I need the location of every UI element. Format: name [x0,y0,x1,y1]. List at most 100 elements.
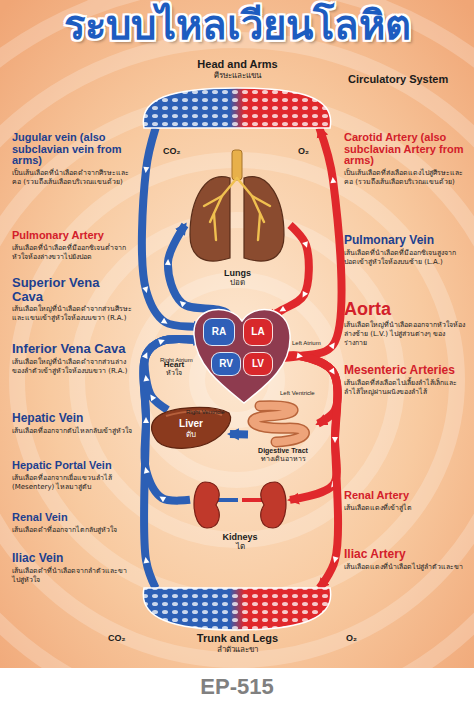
lungs-picture [190,150,284,261]
poster-subtitle: Circulatory System [348,73,448,86]
liver-organ: Liverตับ [152,410,230,450]
vessel-callout: Pulmonary Vein เส้นเลือดที่นำเลือดที่มีออ… [344,234,468,267]
heart-chamber: LA [243,318,273,346]
vessel-note: เส้นเลือดใหญ่ที่นำเลือดดำจากส่วนล่างของล… [12,358,134,376]
chamber-name: Left Atrium [292,340,321,347]
vessel-callout: Superior Vena Cavaเส้นเลือดใหญ่ที่นำเลือ… [12,276,134,323]
organ-name: RV [219,358,233,370]
vessel-callout: Iliac Vein เส้นเลือดดำที่นำเลือดจากลำตัวแ… [12,552,134,585]
label-wrap: CO₂ [108,626,126,645]
vessel-note: เส้นเลือดแดงที่เข้าสู่ไต [344,504,468,513]
vessel-name: Renal Vein [12,512,134,524]
vessel-callout: Renal Vein เส้นเลือดดำที่ออกจากไตกลับสู่ห… [12,512,134,535]
vessel-note: เส้นเลือดดำที่ออกจากไตกลับสู่หัวใจ [12,526,134,535]
label-wrap: Left Ventricle [280,380,315,399]
vessel-name: Hepatic Vein [12,412,134,425]
text-stack: LA [244,326,272,338]
heart-chamber: RV [211,352,241,376]
capillary-bed: Head and Armsศีรษะและแขน [140,58,335,128]
organ-name-thai: หัวใจ [166,369,182,377]
organ-name: LV [252,358,264,370]
organ-name: RA [212,326,226,338]
organ-name-thai: ตับ [186,430,196,439]
chamber-name: Right Atrium [160,357,193,364]
label-wrap: CO₂ [163,139,181,158]
label-wrap: Circulatory System [348,68,448,87]
vessel-note: เส้นเลือดที่ส่งเลือดไปเลี้ยงลำไส้เล็กและ… [344,379,468,397]
vessel-name: Iliac Vein [12,552,134,565]
vessel-name: Hepatic Portal Vein [12,460,134,472]
label-wrap: Left Atrium [292,330,321,349]
label-wrap: EP-515 [0,674,474,699]
label-wrap: O₂ [298,139,309,158]
liver-picture [151,408,230,449]
heart-picture [194,309,290,403]
organ-name-thai: ศีรษะและแขน [214,71,261,80]
vessel-callout: Renal Arteryเส้นเลือดแดงที่เข้าสู่ไต [344,490,468,513]
title-wrap: ระบบไหลเวียนโลหิต [0,2,474,48]
heart-chamber: RA [203,318,235,346]
vessel-callout: Mesenteric Arteries เส้นเลือดที่ส่งเลือดไ… [344,364,468,397]
vessel-note: เส้นเลือดใหญ่ที่นำเลือดออกจากหัวใจห้องล่… [344,321,468,348]
vessel-note: เส้นเลือดที่ออกจากเยื่อแขวนลำไส้ (Mesent… [12,474,134,492]
capillary-bed: Trunk and Legsลำตัวและขา [140,588,335,666]
vessel-note: เป็นเส้นเลือดที่ส่งเลือดแดงไปสู่ศีรษะและ… [344,169,468,187]
vessel-callout: Hepatic Portal Vein เส้นเลือดที่ออกจากเยื… [12,460,134,492]
kidney-organ: Kidneysไต [190,478,290,556]
label-wrap: O₂ [346,626,357,645]
heart-chamber: LV [243,352,273,376]
text-stack: RA [204,326,234,338]
vessel-note: เส้นเลือดแดงที่นำเลือดไปสู่ลำตัวและขา [344,563,468,572]
text-stack: RV [212,358,240,370]
vessel-callout: Jugular vein (also subclavian vein from … [12,132,134,187]
capillary-trunk [143,588,330,630]
kidneys-picture [194,482,286,528]
organ-name: Head and Arms [197,58,277,71]
vessel-callout: Pulmonary Artery เส้นเลือดที่นำเลือดที่มี… [12,230,134,262]
vessel-callout: Carotid Artery (also subclavian Artery f… [344,132,468,187]
text-stack: LV [244,358,272,370]
digestive-picture [253,406,304,442]
vessel-name: Pulmonary Vein [344,234,468,247]
lungs-organ: Lungsปอด [185,150,290,300]
digestive-organ: Digestive Tractทางเดินอาหาร [248,402,318,474]
vessel-callout: Inferior Vena Cava เส้นเลือดใหญ่ที่นำเลือ… [12,342,134,376]
gas-label: CO₂ [108,633,126,643]
blood-vessel [144,339,203,410]
organ-name: Digestive Tract [258,447,308,455]
vessel-callout: Iliac Arteryเส้นเลือดแดงที่นำเลือดไปสู่ล… [344,548,468,572]
vessel-name: Carotid Artery (also subclavian Artery f… [344,132,468,167]
chamber-name: Left Ventricle [280,390,315,397]
organ-name: Trunk and Legs [197,632,278,645]
blood-vessel [143,339,203,588]
product-code: EP-515 [200,674,273,699]
blood-vessel [230,430,248,438]
gas-label: O₂ [298,146,309,156]
chamber-name: Right Ventricle [186,409,225,416]
capillary-head [143,88,330,128]
gas-label: CO₂ [163,146,181,156]
vessel-note: เส้นเลือดใหญ่ที่นำเลือดดำจากส่วนศีรษะและ… [12,305,134,323]
vessel-name: Jugular vein (also subclavian vein from … [12,132,134,167]
vessel-note: เส้นเลือดที่นำเลือดที่มีออกซิเจนสูงจากปอ… [344,249,468,267]
vessel-callout: Aorta เส้นเลือดใหญ่ที่นำเลือดออกจากหัวใจห… [344,300,468,348]
vessel-name: Mesenteric Arteries [344,364,468,377]
vessel-name: Aorta [344,300,468,319]
gas-label: O₂ [346,633,357,643]
text-stack: Lungsปอด [185,268,290,288]
text-stack: Head and Armsศีรษะและแขน [140,58,335,80]
organ-name: Kidneys [222,532,257,542]
vessel-name: Pulmonary Artery [12,230,134,242]
vessel-note: เส้นเลือดที่นำเลือดที่มีออกซิเจนต่ำจากหั… [12,244,134,262]
organ-name: Lungs [224,268,251,278]
vessel-note: เส้นเลือดที่ออกจากตับไหลกลับเข้าสู่หัวใจ [12,427,134,436]
vessel-note: เส้นเลือดดำที่นำเลือดจากลำตัวและขาไปสู่ห… [12,567,134,585]
vessel-name: Inferior Vena Cava [12,342,134,356]
vessel-callout: Hepatic Vein เส้นเลือดที่ออกจากตับไหลกลับ… [12,412,134,436]
label-wrap: Right Atrium [160,347,193,366]
text-stack: Liverตับ [152,418,230,439]
label-wrap: Right Ventricle [186,399,225,418]
text-stack: Kidneysไต [190,532,290,552]
blood-vessel [273,356,338,588]
